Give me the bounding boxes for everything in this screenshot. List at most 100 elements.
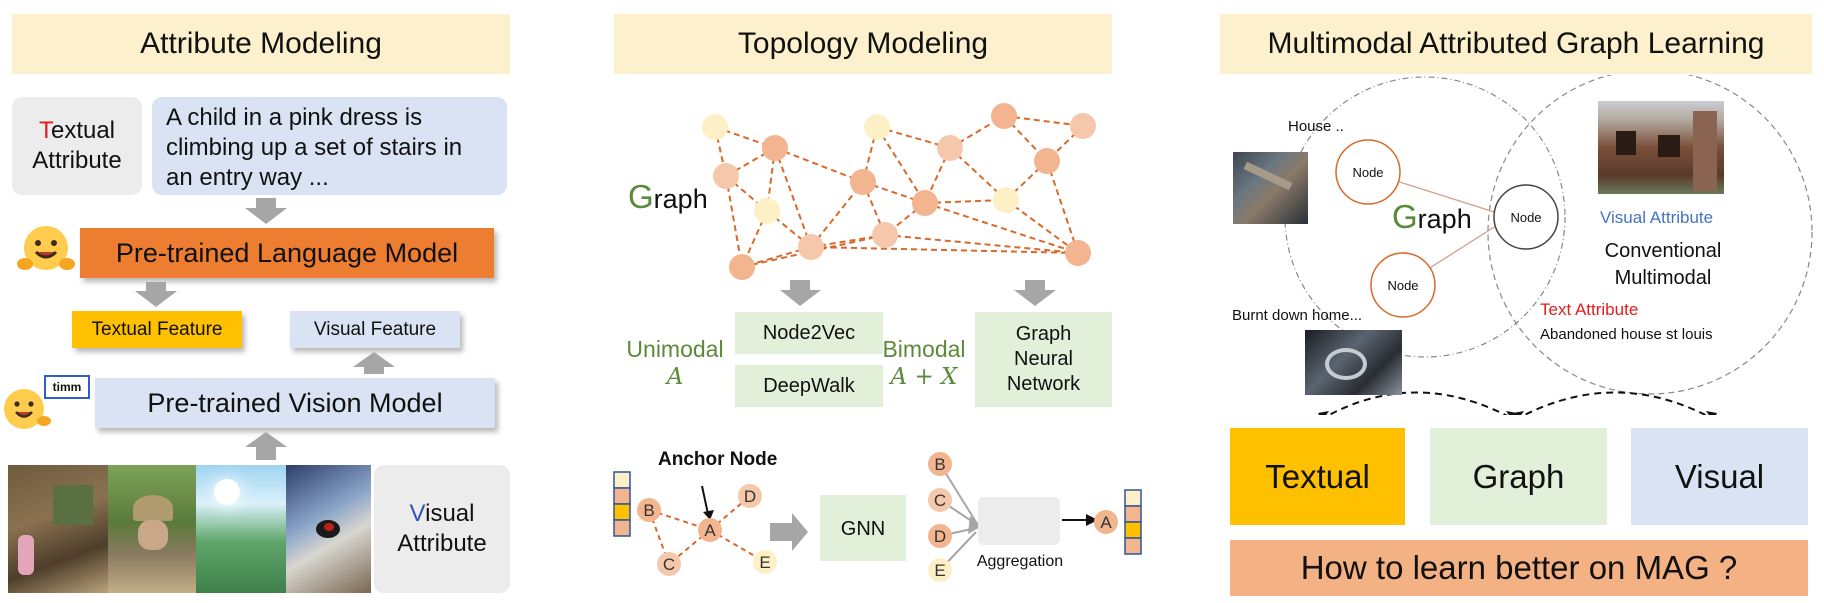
gnn-box-line3: Network [1006,373,1081,395]
bimodal-label: Bimodal A + X [874,335,974,391]
caption-box: A child in a pink dress is climbing up a… [152,97,507,195]
graph-modality-box: Graph [1430,428,1607,525]
input-feature-vector [613,471,631,537]
photo-abandoned-house [1598,101,1724,194]
photo-old-man [108,465,196,593]
visual-attribute-box: Visual Attribute [374,465,510,593]
visual-attribute-rest: isual [425,500,475,527]
arrow-textual-graph [1327,391,1508,415]
arrow-to-gnn [770,513,808,551]
abandoned-label: Abandoned house st louis [1540,326,1713,343]
visual-modality-box: Visual [1631,428,1808,525]
photo-park-sun [196,465,286,593]
burnt-label: Burnt down home... [1232,307,1362,324]
graph-label-topology: Graph [628,178,708,216]
arrow-images-to-vision [245,432,287,460]
node-letter-b: B [643,501,654,520]
textual-feature-label: Textual Feature [91,318,223,340]
graph-label-mag: Graph [1392,198,1472,235]
visual-attribute-initial: V [409,500,426,527]
textual-modality-box: Textual [1230,428,1405,525]
arrow-graph-to-gnn [1014,280,1056,306]
unimodal-label: Unimodal A [620,335,730,391]
graph-mag-rest: raph [1418,204,1472,234]
arrow-graph-to-node2vec [780,280,821,306]
multimodal-circle [1487,75,1813,395]
visual-feature-box: Visual Feature [290,311,460,348]
textual-attribute-initial: T [38,117,51,144]
arrow-graph-visual [1522,391,1708,415]
panel2-arrows [780,280,1056,306]
conventional-line1: Conventional [1605,240,1722,262]
hugging-face-icon-2 [0,385,52,433]
plm-label: Pre-trained Language Model [115,237,459,268]
output-letter-a: A [1100,513,1112,532]
bimodal-symbol: A + X [890,364,958,390]
panel1-arrows [135,198,395,460]
textual-attribute-box: Textual Attribute [12,97,142,195]
gnn-pipeline: B A D C E Anchor Node GNN B C D E Aggreg… [613,449,1142,582]
aggregation-box [978,497,1060,545]
photo-burnt-home [1305,330,1402,395]
textual-modality-label: Textual [1265,457,1370,495]
aggregation-label: Aggregation [977,553,1063,570]
conventional-line2: Multimodal [1615,267,1712,289]
topology-modeling-header: Topology Modeling [614,14,1112,74]
anchor-node-label: Anchor Node [658,449,777,470]
mag-learning-header: Multimodal Attributed Graph Learning [1220,14,1812,74]
agg-letter-c: C [934,491,946,510]
photo-bird-rock [286,465,371,593]
node2vec-box: Node2Vec [735,312,883,354]
graph-modality-label: Graph [1472,457,1565,495]
photo-girl-stairs [8,465,108,593]
gnn-label: GNN [841,518,885,540]
caption-text: A child in a pink dress is climbing up a… [166,104,463,191]
pvm-label: Pre-trained Vision Model [147,387,443,418]
node-letter-a: A [704,521,716,540]
visual-modality-label: Visual [1674,457,1765,495]
topology-modeling-title: Topology Modeling [737,27,989,60]
visual-attribute-label: Visual Attribute [1600,208,1713,227]
node-letter-e: E [759,553,770,572]
visual-feature-label: Visual Feature [313,318,437,340]
graph-circle [1284,76,1566,358]
graph-neural-network-box: Graph Neural Network [975,312,1112,407]
arrow-plm-to-textual-feature [135,282,177,307]
node-label-2: Node [1387,278,1418,293]
agg-letter-e: E [934,561,945,580]
gnn-box [820,495,906,561]
agg-letter-b: B [934,455,945,474]
arrow-vision-to-visual-feature [353,352,395,374]
attribute-modeling-header: Attribute Modeling [12,14,510,74]
node-letter-d: D [744,487,756,506]
mag-venn-diagram: Node Node Node House .. Burnt down home.… [1232,75,1813,415]
node-letter-c: C [663,555,675,574]
arrow-caption-to-plm [245,198,287,224]
mag-question-banner: How to learn better on MAG ? [1230,540,1808,596]
hugging-face-icon [17,224,75,276]
graph-mag-initial: G [1392,198,1418,235]
output-feature-vector [1124,489,1142,555]
attribute-modeling-title: Attribute Modeling [140,27,382,60]
timm-badge: timm [44,375,90,399]
agg-letter-d: D [934,527,946,546]
node-label-3: Node [1510,210,1541,225]
textual-attribute-line2: Attribute [32,147,122,174]
deepwalk-box: DeepWalk [735,365,883,407]
textual-attribute-rest: extual [50,117,116,144]
mag-question-text: How to learn better on MAG ? [1300,549,1738,586]
node-label-1: Node [1352,165,1383,180]
gnn-box-line1: Graph [1015,323,1072,345]
graph-label-rest: raph [653,184,708,214]
mag-learning-title: Multimodal Attributed Graph Learning [1267,27,1765,60]
topology-graph [702,103,1096,280]
visual-attribute-line2: Attribute [397,530,487,557]
photo-house-ruins-small [1233,152,1308,224]
timm-badge-label: timm [52,380,82,394]
text-attribute-label: Text Attribute [1540,300,1638,319]
anchor-arrow [701,485,709,515]
unimodal-text: Unimodal [626,336,724,362]
textual-feature-box: Textual Feature [72,311,242,348]
pretrained-language-model: Pre-trained Language Model [80,228,494,278]
pretrained-vision-model: Pre-trained Vision Model [95,378,495,428]
